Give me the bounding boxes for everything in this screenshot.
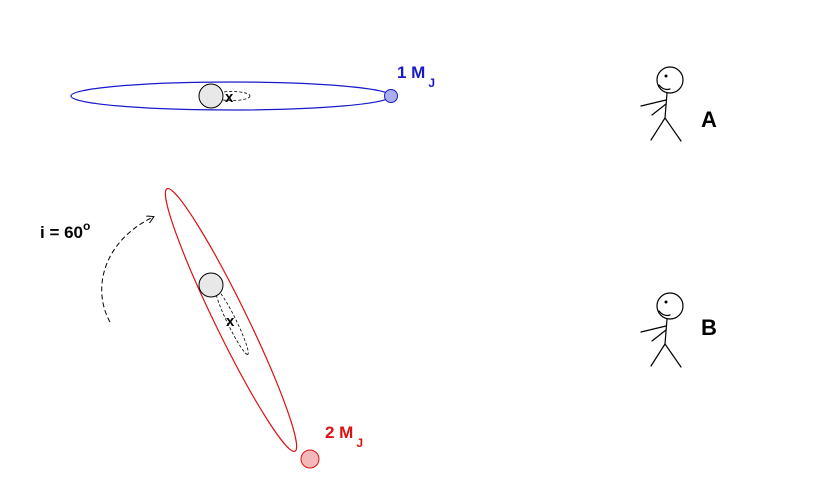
top-system: x 1 MJ [70,63,435,111]
stick-figure-icon [640,66,684,142]
top-star [198,83,224,109]
observer-a: A [640,66,717,142]
top-planet-mass-label: 1 MJ [397,63,435,90]
observer-a-label: A [701,107,717,132]
bottom-star-reflex-orbit [215,289,249,355]
top-star-reflex-orbit [213,91,251,101]
bottom-planet-orbit [164,187,298,453]
bottom-planet-mass-label: 2 MJ [325,423,363,450]
observer-b-label: B [701,315,717,340]
bottom-barycenter-mark: x [226,313,235,330]
observer-b: B [640,292,717,368]
top-barycenter-mark: x [225,89,234,106]
inclination-arrow-icon [101,217,153,323]
top-planet [384,89,398,103]
stick-figure-icon [640,292,684,368]
inclination-indicator: i = 60o [40,217,153,323]
bottom-system: x 2 MJ [164,187,363,469]
bottom-planet [300,449,320,469]
inclination-label: i = 60o [40,219,90,242]
bottom-star [198,272,224,298]
